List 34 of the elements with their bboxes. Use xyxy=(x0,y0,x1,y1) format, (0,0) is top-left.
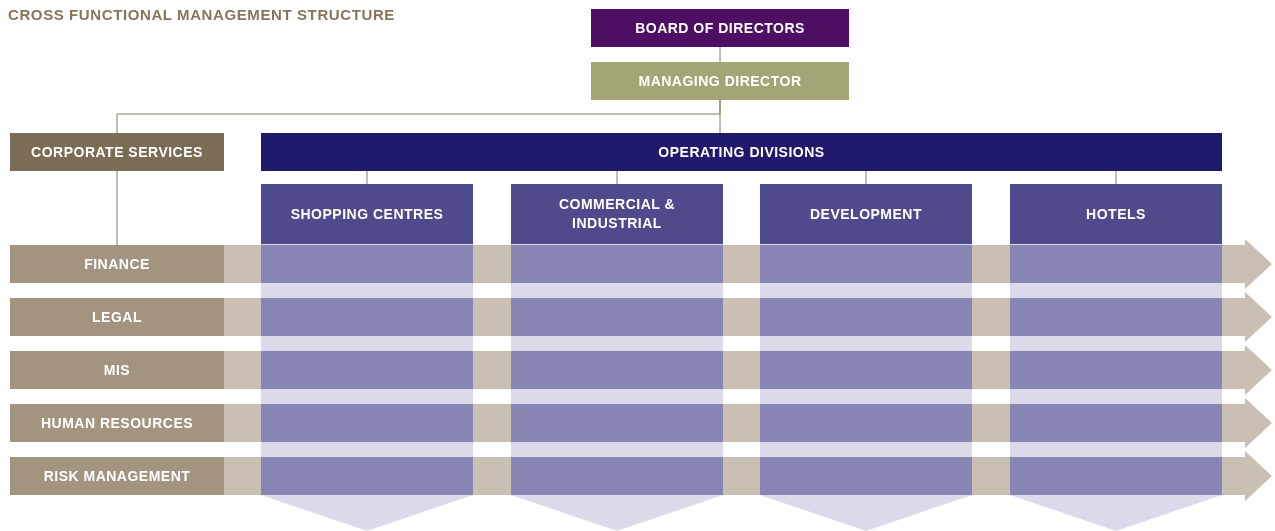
connector-line xyxy=(719,46,721,63)
connector-line xyxy=(1115,170,1117,185)
node-label: RISK MANAGEMENT xyxy=(43,466,191,486)
diagram-title: CROSS FUNCTIONAL MANAGEMENT STRUCTURE xyxy=(8,6,395,23)
services-box xyxy=(10,133,224,171)
connector-line xyxy=(719,99,721,134)
node-label: BOARD OF DIRECTORS xyxy=(635,18,805,38)
connector-line xyxy=(865,170,867,185)
node-label: OPERATING DIVISIONS xyxy=(658,142,825,162)
function-box xyxy=(10,351,224,389)
division-box xyxy=(261,184,473,244)
board-box xyxy=(591,9,849,47)
connector-line xyxy=(616,170,618,185)
division-box xyxy=(760,184,972,244)
connector-line xyxy=(116,170,118,246)
node-label: DEVELOPMENT xyxy=(809,204,923,224)
node-label: HOTELS xyxy=(1086,204,1146,224)
node-label: HUMAN RESOURCES xyxy=(40,413,194,433)
node-label: FINANCE xyxy=(84,254,150,274)
function-box xyxy=(10,457,224,495)
node-label: SHOPPING CENTRES xyxy=(290,204,444,224)
connector-line xyxy=(366,170,368,185)
function-box xyxy=(10,404,224,442)
function-box xyxy=(10,298,224,336)
director-box xyxy=(591,62,849,100)
function-box xyxy=(10,245,224,283)
division-box xyxy=(511,184,723,244)
node-label: COMMERCIAL & INDUSTRIAL xyxy=(557,195,677,233)
node-label: CORPORATE SERVICES xyxy=(31,142,203,162)
node-label: MANAGING DIRECTOR xyxy=(638,71,802,91)
node-label: LEGAL xyxy=(92,307,142,327)
division-box xyxy=(1010,184,1222,244)
divisions-bar xyxy=(261,133,1222,171)
node-label: MIS xyxy=(103,360,131,380)
